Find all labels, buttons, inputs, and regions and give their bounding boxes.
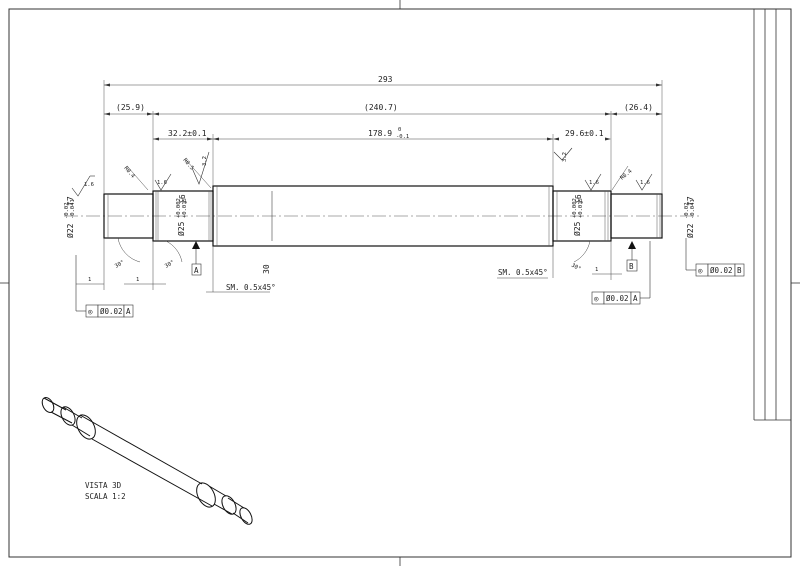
- roughness-symbol-left-shoulder: [191, 151, 210, 185]
- dim-left-shoulder: 32.2±0.1: [168, 129, 207, 138]
- tol-right-upper-symbol: ◎: [698, 266, 703, 275]
- datum-a-marker: [191, 241, 202, 276]
- tol-left-value: Ø0.02: [100, 307, 123, 316]
- dim-left-gap-2: 1: [136, 277, 139, 283]
- roughness-symbol-left-journal: [71, 175, 95, 197]
- datum-b-marker: [626, 241, 638, 272]
- datum-b-label: B: [629, 262, 634, 271]
- radius-left-journal: R0.4: [122, 165, 136, 180]
- roughness-left-seat: 1.6: [157, 180, 167, 186]
- chamfer-note-left: SM. 0.5x45°: [226, 283, 276, 292]
- dim-ref-right: (26.4): [624, 103, 653, 112]
- tol-right-lower-value: Ø0.02: [606, 294, 629, 303]
- tol-right-upper-datum: B: [737, 266, 742, 275]
- dim-right-dia22-tol-lower: -0.041: [690, 199, 696, 219]
- dimension-lines: [104, 84, 662, 241]
- dim-left-dia25-tol-lower: +0.015: [182, 198, 188, 218]
- dim-right-dia25-tol-upper: +0.002: [572, 198, 578, 218]
- tol-right-upper-value: Ø0.02: [710, 266, 733, 275]
- radius-right-journal: R0.4: [619, 168, 634, 182]
- tolerance-frame-right-lower: [591, 241, 651, 305]
- dim-right-dia25: Ø25: [572, 221, 582, 236]
- tol-right-lower-datum: A: [633, 294, 638, 303]
- shaft-profile: [103, 185, 663, 247]
- extension-lines: [103, 80, 663, 194]
- dim-overall-length: 293: [378, 75, 393, 84]
- dimension-arrowheads: [104, 83, 662, 141]
- dim-center-length: 178.9: [368, 129, 392, 138]
- roughness-symbol-right-seat: [584, 173, 602, 191]
- dim-center-tol-upper: 0: [398, 127, 401, 133]
- radius-leaders: [126, 159, 629, 191]
- dim-left-dia22-fit: f7: [66, 196, 75, 206]
- view-3d-title: VISTA 3D: [85, 481, 122, 490]
- roughness-symbol-left-seat: [154, 173, 172, 191]
- view-3d-scale: SCALA 1:2: [85, 492, 126, 501]
- roughness-right-journal: 1.6: [640, 180, 650, 186]
- roughness-left-journal: 1.6: [84, 182, 94, 188]
- tol-right-lower-symbol: ◎: [594, 294, 599, 303]
- dim-right-gap: 1: [595, 267, 598, 273]
- roughness-right-seat: 1.6: [589, 180, 599, 186]
- datum-a-label: A: [194, 266, 199, 275]
- detail-dims: [76, 237, 622, 290]
- roughness-left-shoulder: 3.2: [202, 156, 208, 166]
- dim-right-dia25-tol-lower: +0.015: [578, 198, 584, 218]
- dim-center-tol-lower: -0.1: [396, 134, 409, 140]
- knurl-hatching: [107, 186, 661, 246]
- title-strip: [753, 9, 791, 421]
- roughness-symbol-right-shoulder: [553, 147, 573, 161]
- dim-left-dia25-fit: j6: [178, 194, 187, 204]
- dim-right-dia25-fit: j6: [574, 194, 583, 204]
- dim-right-dia22-tol-upper: -0.02: [684, 202, 690, 219]
- tolerance-frame-left: [75, 255, 134, 318]
- dim-left-angle-2: 30°: [164, 260, 176, 270]
- dim-left-dia25: Ø25: [176, 221, 186, 236]
- dim-left-dia25-tol-upper: +0.002: [176, 198, 182, 218]
- dim-left-dia22-tol-upper: -0.02: [64, 202, 70, 219]
- dim-right-angle: 30°: [570, 263, 582, 273]
- roughness-right-shoulder: 3.2: [562, 152, 568, 162]
- dim-left-dia22: Ø22: [65, 223, 75, 238]
- dim-ref-middle: (240.7): [364, 103, 398, 112]
- dim-right-dia22-fit: f7: [686, 196, 695, 206]
- isometric-shaft-view: [41, 397, 253, 525]
- dim-ref-left: (25.9): [116, 103, 145, 112]
- chamfer-note-right: SM. 0.5x45°: [498, 268, 548, 277]
- dim-center-diameter: 30: [262, 264, 271, 274]
- tol-left-datum: A: [126, 307, 131, 316]
- dim-right-shoulder: 29.6±0.1: [565, 129, 604, 138]
- chamfer-leaders: [206, 246, 554, 293]
- roughness-symbol-right-journal: [635, 173, 653, 191]
- dim-left-gap: 1: [88, 277, 91, 283]
- dim-left-dia22-tol-lower: -0.041: [70, 199, 76, 219]
- tolerance-frame-right-upper: [685, 238, 745, 277]
- dim-right-dia22: Ø22: [685, 223, 695, 238]
- dim-left-angle: 30°: [114, 260, 126, 270]
- tol-left-symbol: ◎: [88, 307, 93, 316]
- right-journal: [610, 193, 663, 239]
